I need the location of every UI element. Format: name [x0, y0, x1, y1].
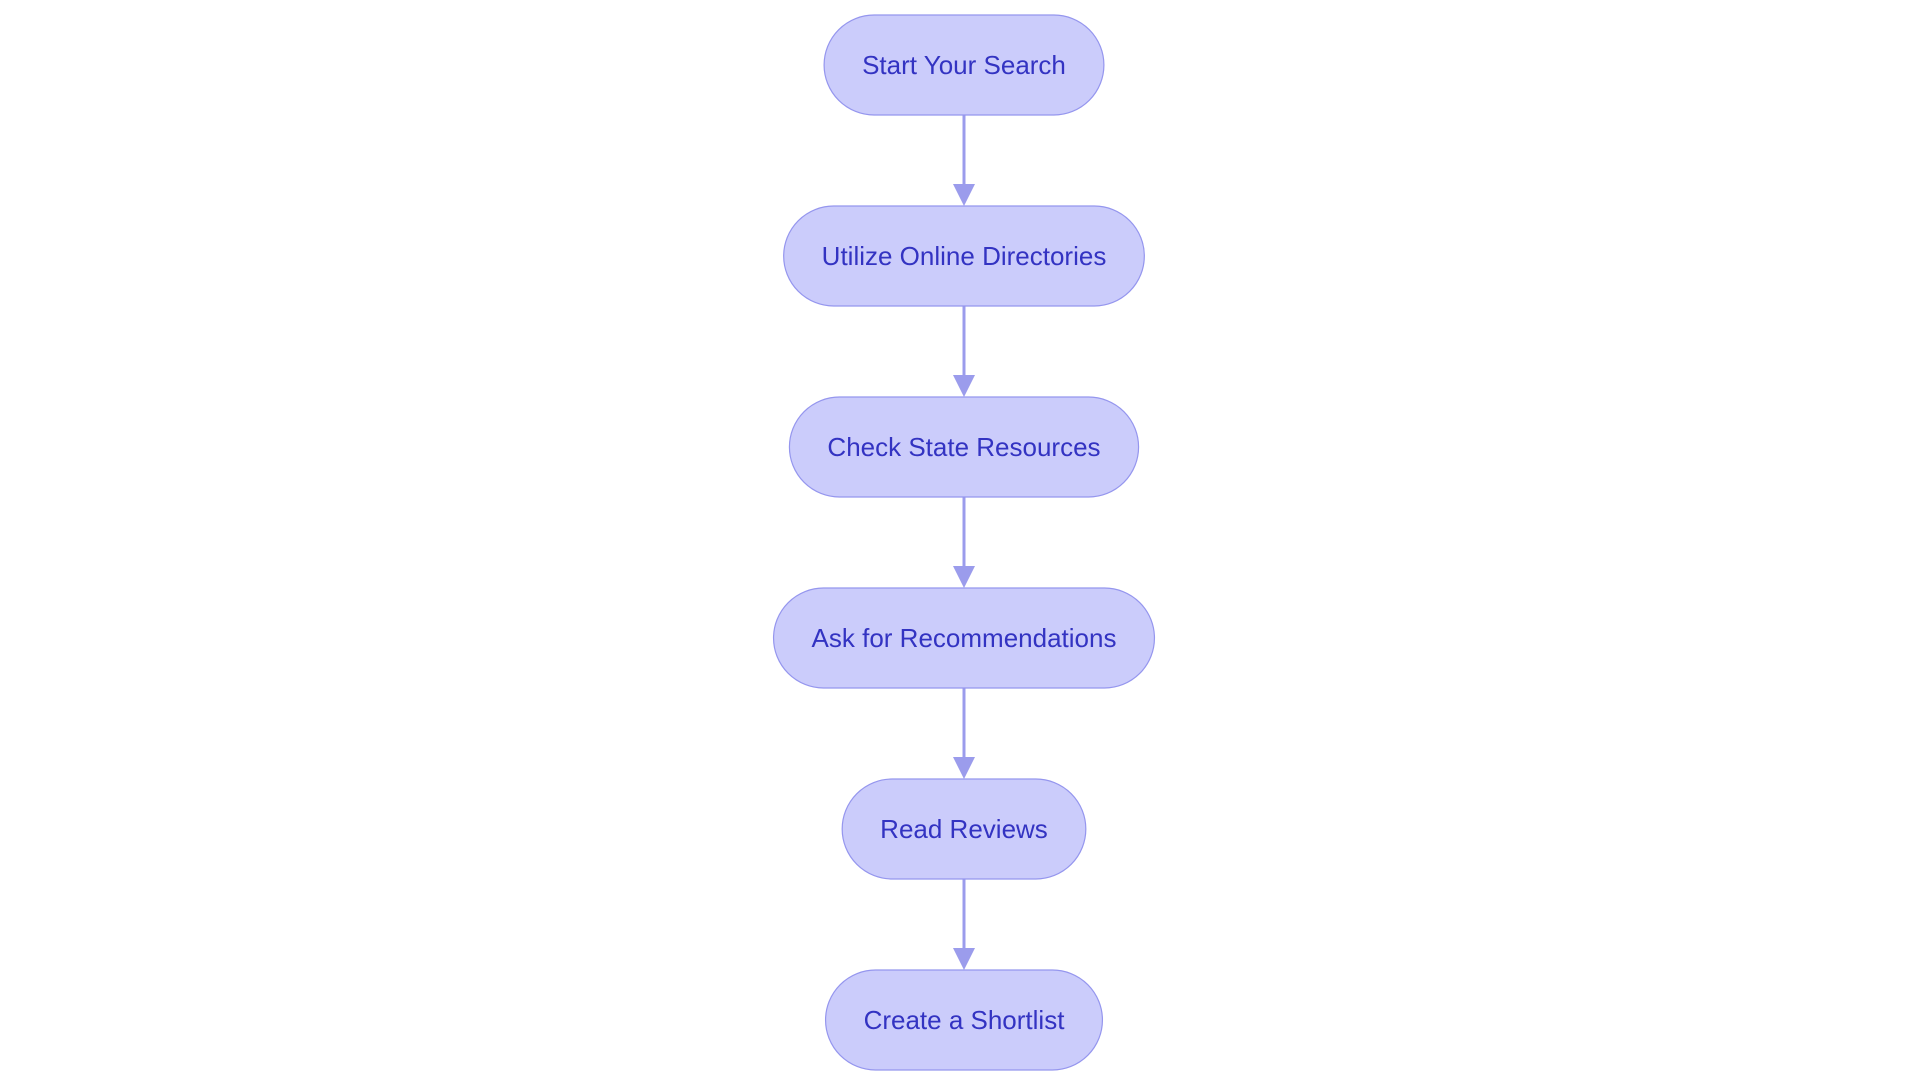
flow-node-n5: Read Reviews — [841, 778, 1087, 880]
flow-edge-arrow — [953, 306, 975, 397]
flow-node-n6: Create a Shortlist — [824, 969, 1104, 1071]
flow-node-shape — [841, 778, 1087, 880]
flow-edge-arrow — [953, 115, 975, 206]
flow-edge-arrow — [953, 497, 975, 588]
flow-node-shape — [824, 969, 1104, 1071]
flow-node-label: Start Your Search — [862, 50, 1066, 80]
flow-node-n1: Start Your Search — [823, 14, 1105, 116]
arrowhead-icon — [953, 184, 975, 206]
arrowhead-icon — [953, 757, 975, 779]
flow-node-n2: Utilize Online Directories — [783, 205, 1145, 307]
flow-node-shape — [823, 14, 1105, 116]
flow-node-label: Create a Shortlist — [864, 1005, 1066, 1035]
arrowhead-icon — [953, 948, 975, 970]
flow-node-label: Read Reviews — [880, 814, 1048, 844]
arrowhead-icon — [953, 566, 975, 588]
flow-node-shape — [788, 396, 1140, 498]
flow-node-shape — [783, 205, 1145, 307]
flow-node-n3: Check State Resources — [788, 396, 1140, 498]
edges-layer — [953, 115, 975, 970]
flow-node-shape — [772, 587, 1156, 689]
flow-edge-arrow — [953, 879, 975, 970]
flow-node-label: Ask for Recommendations — [812, 623, 1117, 653]
flow-edge-arrow — [953, 688, 975, 779]
flow-node-n4: Ask for Recommendations — [772, 587, 1156, 689]
flow-node-label: Check State Resources — [827, 432, 1100, 462]
flow-node-label: Utilize Online Directories — [822, 241, 1107, 271]
arrowhead-icon — [953, 375, 975, 397]
